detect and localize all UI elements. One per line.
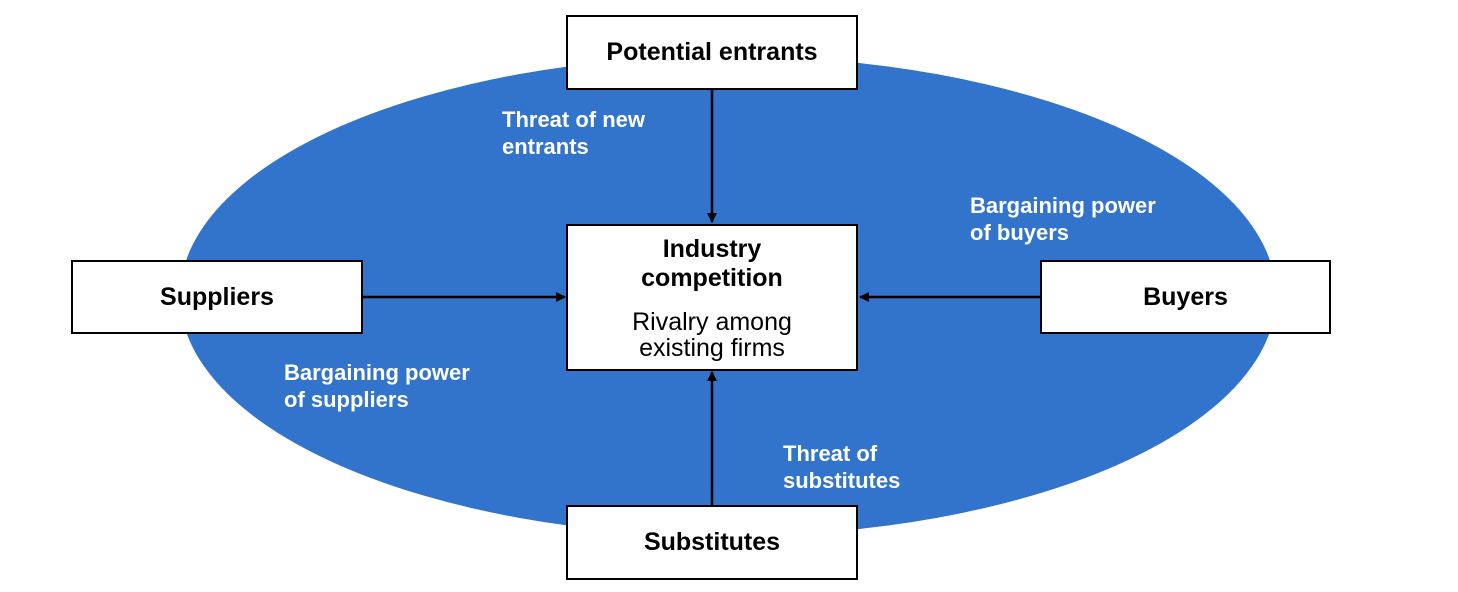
suppliers-power-line1: Bargaining power: [284, 360, 470, 385]
industry-title-line1: Industry: [662, 234, 762, 263]
suppliers-box: Suppliers: [71, 260, 363, 334]
buyers-power-line1: Bargaining power: [970, 193, 1156, 218]
threat-substitutes-line1: Threat of: [783, 441, 878, 466]
threat-new-entrants-line1: Threat of new: [502, 107, 646, 132]
buyers-power-label: Bargaining power of buyers: [970, 192, 1156, 246]
threat-substitutes-line2: substitutes: [783, 468, 901, 493]
industry-sub-line2: existing firms: [639, 333, 785, 362]
potential-entrants-label: Potential entrants: [606, 38, 818, 66]
buyers-box: Buyers: [1040, 260, 1331, 334]
threat-new-entrants-label: Threat of new entrants: [502, 106, 645, 160]
potential-entrants-box: Potential entrants: [566, 15, 858, 90]
industry-title-line2: competition: [641, 263, 783, 292]
industry-sub-line1: Rivalry among: [632, 307, 792, 336]
industry-competition-box: Industry competition Rivalry among exist…: [566, 224, 858, 371]
suppliers-power-label: Bargaining power of suppliers: [284, 359, 470, 413]
threat-new-entrants-line2: entrants: [502, 134, 589, 159]
substitutes-label: Substitutes: [643, 528, 781, 556]
substitutes-box: Substitutes: [566, 505, 858, 580]
suppliers-power-line2: of suppliers: [284, 387, 409, 412]
buyers-power-line2: of buyers: [970, 220, 1070, 245]
suppliers-label: Suppliers: [160, 282, 274, 311]
buyers-label: Buyers: [1143, 282, 1228, 311]
threat-substitutes-label: Threat of substitutes: [783, 440, 900, 494]
